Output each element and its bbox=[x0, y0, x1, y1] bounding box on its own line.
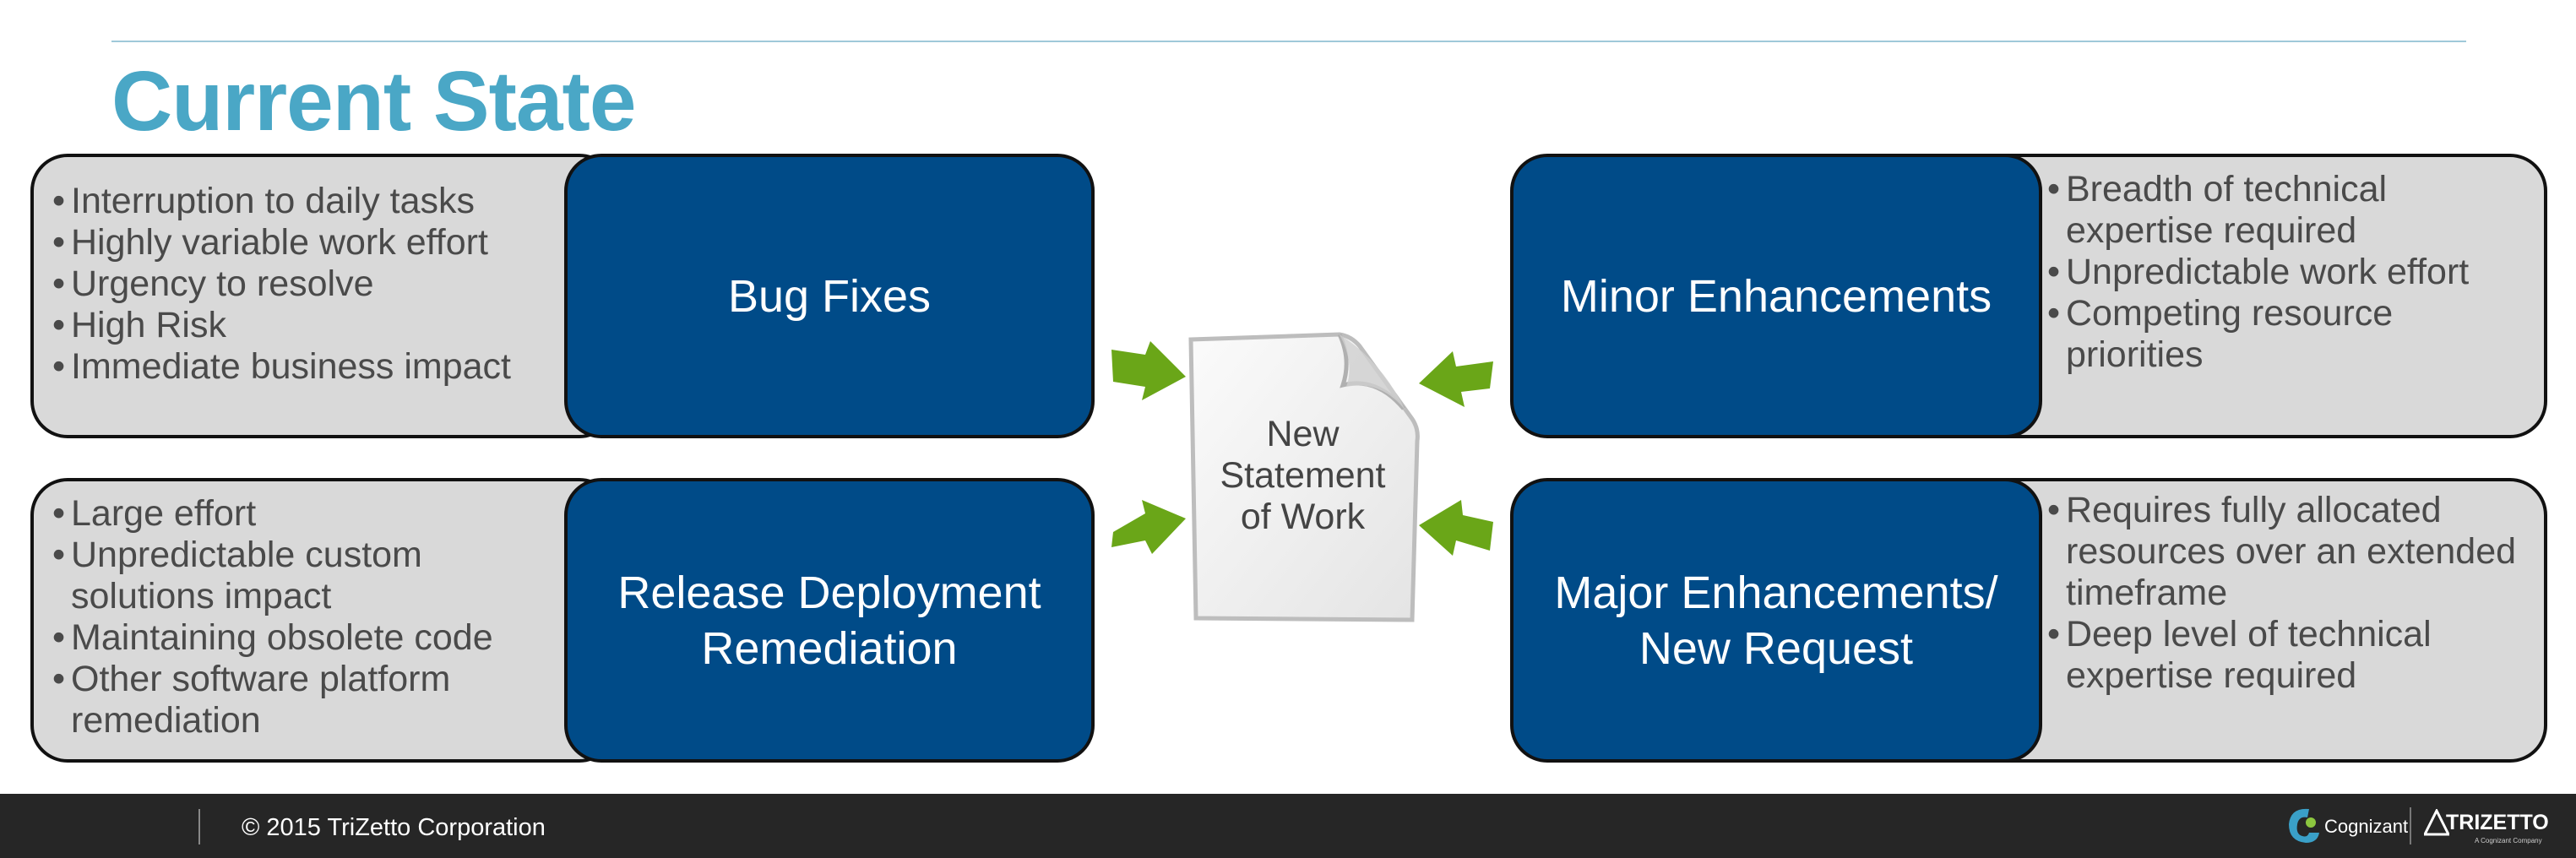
trizetto-logo: TRIZETTO bbox=[2446, 811, 2549, 834]
bullet-item: Interruption to daily tasks bbox=[52, 181, 593, 222]
top-rule bbox=[111, 41, 2466, 42]
document-icon bbox=[1188, 332, 1420, 622]
bullet-list-top-left: Interruption to daily tasks Highly varia… bbox=[52, 181, 593, 388]
trizetto-triangle-icon bbox=[2424, 809, 2449, 836]
bullet-list-bottom-right: Requires fully allocated resources over … bbox=[2047, 490, 2554, 697]
bullet-item: Highly variable work effort bbox=[52, 222, 593, 263]
bullet-item: Competing resource priorities bbox=[2047, 293, 2529, 376]
slide-title: Current State bbox=[111, 54, 636, 149]
arrow-right-icon bbox=[1111, 341, 1186, 400]
arrow-left-icon bbox=[1419, 351, 1493, 407]
category-release-deployment: Release Deployment Remediation bbox=[564, 478, 1095, 763]
category-minor-enhancements: Minor Enhancements bbox=[1510, 154, 2042, 438]
bullet-list-top-right: Breadth of technical expertise required … bbox=[2047, 169, 2529, 376]
bullet-item: Maintaining obsolete code bbox=[52, 617, 559, 659]
category-bug-fixes: Bug Fixes bbox=[564, 154, 1095, 438]
center-document-label: New Statement of Work bbox=[1220, 414, 1386, 537]
logo-divider bbox=[2410, 807, 2411, 844]
trizetto-tagline: A Cognizant Company bbox=[2475, 837, 2542, 844]
category-major-enhancements: Major Enhancements/ New Request bbox=[1510, 478, 2042, 763]
arrow-right-icon bbox=[1111, 500, 1186, 554]
bullet-item: Unpredictable custom solutions impact bbox=[52, 535, 559, 617]
bullet-item: Unpredictable work effort bbox=[2047, 252, 2529, 293]
bullet-item: Immediate business impact bbox=[52, 346, 593, 388]
bullet-item: Urgency to resolve bbox=[52, 263, 593, 305]
footer-bar: © 2015 TriZetto Corporation Cognizant TR… bbox=[0, 794, 2576, 858]
bullet-item: Requires fully allocated resources over … bbox=[2047, 490, 2554, 614]
bullet-item: Breadth of technical expertise required bbox=[2047, 169, 2529, 252]
cognizant-logo: Cognizant bbox=[2324, 816, 2409, 837]
bullet-list-bottom-left: Large effort Unpredictable custom soluti… bbox=[52, 493, 559, 741]
footer-divider bbox=[198, 809, 200, 844]
bullet-item: Deep level of technical expertise requir… bbox=[2047, 614, 2554, 697]
arrow-left-icon bbox=[1419, 500, 1493, 556]
copyright-text: © 2015 TriZetto Corporation bbox=[242, 814, 546, 841]
cognizant-swirl-icon bbox=[2289, 808, 2319, 843]
bullet-item: High Risk bbox=[52, 305, 593, 346]
bullet-item: Large effort bbox=[52, 493, 559, 535]
bullet-item: Other software platform remediation bbox=[52, 659, 559, 741]
